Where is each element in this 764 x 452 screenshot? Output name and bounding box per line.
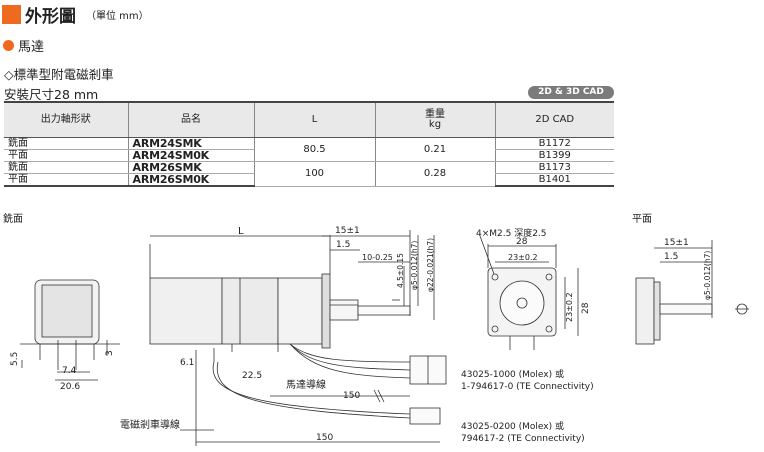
cell-cad[interactable]: B1399: [494, 149, 614, 162]
dim-shaft-dia: φ5-0.012(h7): [410, 241, 419, 290]
table-row: 平面 ARM24SM0K B1399: [4, 149, 614, 162]
dim-150-b: 150: [316, 433, 333, 443]
motor-lead-label: 馬達導線: [286, 378, 326, 391]
dim-L: L: [238, 226, 244, 237]
table-row: 銑面 ARM26SMK 100 0.28 B1173: [4, 161, 614, 187]
cell-name: ARM24SM0K: [127, 149, 254, 162]
cell-cad[interactable]: B1172: [494, 137, 614, 150]
col-name: 品名: [127, 101, 254, 138]
col-cad: 2D CAD: [494, 101, 614, 138]
section-title: 馬達: [18, 40, 45, 55]
connector-1-line-1: 43025-1000 (Molex) 或: [461, 368, 564, 380]
unit-note: （單位 mm）: [86, 11, 149, 22]
dim-5-5: 5.5: [10, 352, 20, 366]
mounting-size: 安裝尺寸28 mm: [4, 87, 99, 102]
motor-lead: [231, 343, 447, 385]
flat-shaft-view: [635, 240, 749, 345]
cell-shaft: 平面: [4, 149, 128, 162]
col-shaft: 出力軸形狀: [4, 101, 128, 138]
dim-15: 15±1: [335, 226, 360, 236]
dim-28-vertical: 28: [581, 302, 591, 314]
dim-holes: 4×M2.5 深度2.5: [476, 227, 547, 239]
dim-20-6: 20.6: [60, 382, 80, 392]
connector-2-line-1: 43025-0200 (Molex) 或: [461, 420, 564, 432]
brake-lead: [195, 348, 441, 446]
orange-dot-icon: [3, 40, 14, 51]
dim-7-4: 7.4: [62, 366, 77, 376]
table-row: 平面 ARM26SM0K B1401: [4, 173, 614, 187]
left-end-view: [20, 279, 120, 381]
dim-23: 23±0.2: [508, 253, 538, 262]
table-row: 銑面 ARM24SMK 80.5 0.21 B1172: [4, 137, 614, 162]
cell-name: ARM24SMK: [127, 137, 254, 150]
flat-dim-dia: φ5-0.012(h7): [703, 251, 712, 300]
dim-23-vertical: 23±0.2: [565, 292, 574, 322]
dim-10: 10-0.25: [362, 253, 393, 262]
dim-4-5: 4.5±0.15: [396, 253, 405, 288]
front-end-view: [479, 235, 579, 350]
dim-6-1: 6.1: [180, 358, 194, 368]
cell-L: 80.5: [253, 137, 375, 162]
cell-shaft: 平面: [4, 173, 128, 187]
dim-28: 28: [516, 237, 528, 247]
dim-150-a: 150: [343, 391, 360, 401]
cell-shaft: 銑面: [4, 137, 128, 150]
dim-22-5: 22.5: [242, 371, 262, 381]
dim-3: 3: [105, 350, 115, 356]
cell-name: ARM26SMK: [127, 161, 254, 174]
section-heading: 馬達: [3, 36, 44, 55]
connector-2-line-2: 794617-2 (TE Connectivity): [461, 434, 585, 444]
motor-side-view: [149, 230, 435, 349]
page-header: 外形圖 （單位 mm）: [2, 2, 149, 27]
cell-weight: 0.28: [374, 161, 495, 187]
cell-name: ARM26SM0K: [127, 173, 254, 187]
cell-shaft: 銑面: [4, 161, 128, 174]
label-flat: 平面: [632, 214, 652, 225]
cell-weight: 0.21: [374, 137, 495, 162]
brake-lead-label: 電磁剎車導線: [120, 418, 180, 431]
connector-1-line-2: 1-794617-0 (TE Connectivity): [461, 382, 594, 392]
col-L: L: [253, 101, 375, 138]
dim-pilot-dia: φ22-0.021(h7): [426, 238, 435, 292]
cell-L: 100: [253, 161, 375, 187]
flat-dim-1-5: 1.5: [664, 252, 678, 262]
cell-cad[interactable]: B1173: [494, 161, 614, 174]
cad-badge[interactable]: 2D & 3D CAD: [528, 86, 614, 99]
model-subtitle: ◇標準型附電磁剎車: [4, 67, 114, 82]
cell-cad[interactable]: B1401: [494, 173, 614, 187]
flat-dim-15: 15±1: [664, 238, 689, 248]
dim-1-5: 1.5: [336, 240, 350, 250]
orange-square-icon: [2, 5, 21, 24]
page-title: 外形圖: [25, 7, 76, 27]
label-milled: 銑面: [3, 212, 23, 225]
